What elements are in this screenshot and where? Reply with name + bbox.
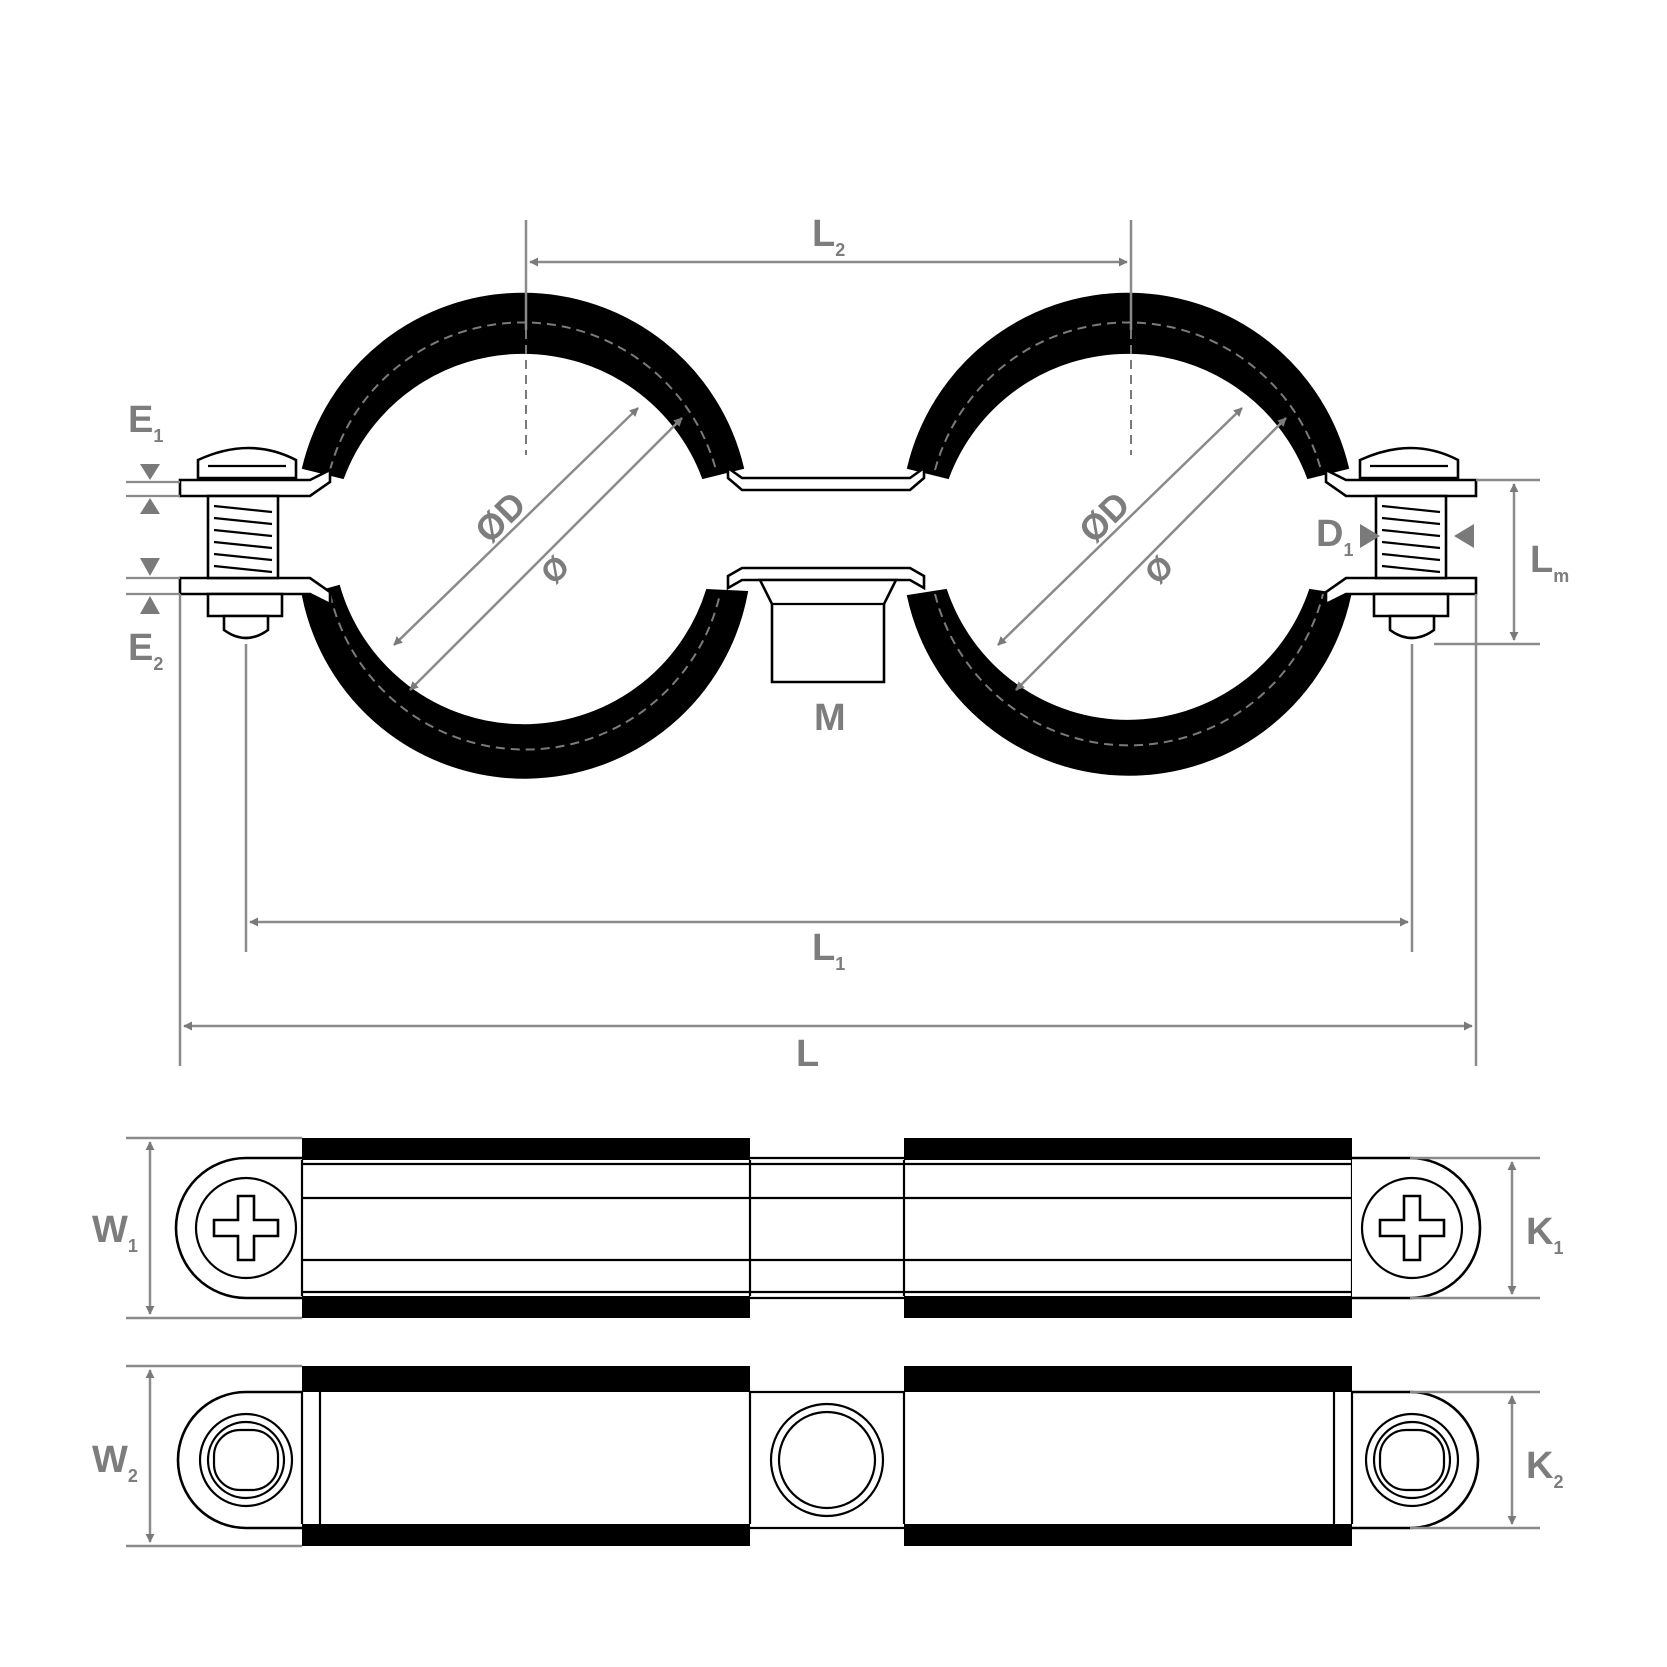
top-right-band-bottom: [904, 1296, 1352, 1318]
lower-bridge-strap: [726, 566, 926, 591]
d1-arrow-right: [1454, 524, 1474, 548]
w1-label: W1: [92, 1209, 138, 1256]
right-lower-rubber-band: [906, 588, 1352, 776]
l1-label: L1: [812, 927, 845, 974]
right-diameter-outer-label: ØD: [1071, 483, 1138, 550]
e1-e2-dim-line: [126, 480, 180, 596]
left-diameter-outer-label: ØD: [467, 483, 534, 550]
left-inner-dashed-arc-top: [329, 321, 717, 471]
left-diameter-inner-line: [409, 417, 683, 691]
lm-label: Lm: [1530, 539, 1569, 586]
k1-label: K1: [1526, 1211, 1563, 1258]
m-label: M: [814, 697, 846, 739]
right-inner-dashed-arc-top: [934, 321, 1322, 471]
top-left-band-top: [302, 1138, 750, 1160]
e2-arrow-top: [140, 558, 160, 576]
round-nut-icon: [1364, 1412, 1460, 1508]
upper-bridge-strap: [726, 465, 926, 492]
top-view-body-lines: [300, 1156, 1354, 1300]
round-nut-icon: [769, 1402, 885, 1518]
d1-arrow-left: [1360, 524, 1380, 548]
left-lower-rubber-band: [301, 584, 749, 779]
left-inner-dashed-arc-bottom: [329, 593, 721, 751]
bottom-view: W2 K2: [92, 1364, 1563, 1548]
top-right-band-top: [904, 1138, 1352, 1160]
right-upper-ear: [1324, 467, 1478, 498]
bottom-left-lug: [176, 1390, 302, 1530]
d1-label: D1: [1316, 513, 1353, 560]
e1-label: E1: [128, 399, 163, 446]
left-diameter-inner-label: Ø: [533, 548, 576, 591]
e2-arrow-bottom: [140, 596, 160, 614]
e1-arrow-top: [140, 464, 160, 480]
e1-arrow-bottom: [140, 498, 160, 514]
right-screw: [1358, 446, 1460, 640]
phillips-screw-head-icon: [1360, 1176, 1464, 1280]
bottom-right-band-top: [904, 1366, 1352, 1392]
right-diameter-inner-label: Ø: [1137, 548, 1180, 591]
top-view: W1 K1: [92, 1136, 1563, 1320]
bottom-right-lug: [1352, 1390, 1480, 1530]
right-diameter-inner-line: [1015, 417, 1287, 691]
left-upper-rubber-band: [301, 292, 745, 480]
bottom-left-band-top: [302, 1366, 750, 1392]
l2-label: L2: [812, 213, 845, 260]
l-label: L: [796, 1033, 819, 1075]
bottom-left-band-bottom: [302, 1524, 750, 1546]
top-left-band-bottom: [302, 1296, 750, 1318]
e2-label: E2: [128, 627, 163, 674]
k2-label: K2: [1526, 1445, 1563, 1492]
right-inner-dashed-arc-bottom: [934, 593, 1324, 747]
left-screw: [196, 446, 298, 640]
weld-nut-m: [757, 578, 899, 684]
front-view: ØD Ø ØD Ø L2 E1 E2 D1 Lm M L1: [126, 213, 1569, 1075]
phillips-screw-head-icon: [194, 1176, 298, 1280]
w2-label: W2: [92, 1439, 138, 1486]
right-upper-rubber-band: [906, 292, 1350, 480]
bottom-view-body-lines: [300, 1390, 1354, 1530]
bottom-right-band-bottom: [904, 1524, 1352, 1546]
round-nut-icon: [198, 1412, 294, 1508]
